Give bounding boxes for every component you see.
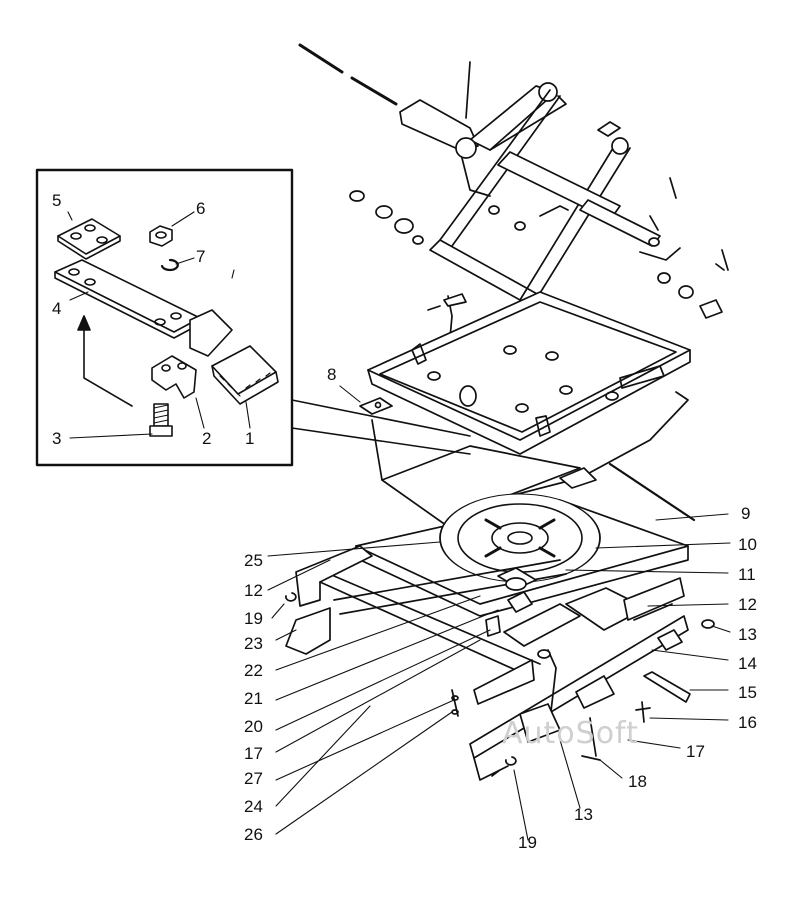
part-3-bolt [149,403,173,437]
callout-label: 3 [52,429,62,448]
part-4-flap [189,309,233,357]
callout-label: 18 [628,772,647,791]
callout-label: 4 [52,299,62,318]
callout-label: 7 [196,247,206,266]
inset-frame [35,168,294,467]
part-6-nut [149,225,173,247]
zoom-line-upper [291,399,471,437]
leader-lines [67,211,731,841]
callout-label: 2 [202,429,212,448]
callout-label: 5 [52,191,62,210]
part-4-plate [54,259,201,339]
part-7-washer [160,258,179,272]
zoom-line-lower [291,427,471,455]
upper-scissor-frame [298,43,729,361]
callout-label: 17 [244,744,263,763]
callout-label: 1 [245,429,255,448]
callout-label: 14 [738,654,757,673]
callout-label: 27 [244,769,263,788]
assembly-arrow [83,319,133,407]
callout-label: 11 [738,565,756,584]
callout-label: 8 [327,365,337,384]
watermark: AutoSoft [502,716,639,751]
callout-label: 22 [244,661,263,680]
part-5-plate [57,218,121,260]
lower-rails [285,545,715,781]
callout-label: 13 [738,625,757,644]
callout-label: 12 [244,581,263,600]
callout-label: 19 [244,609,263,628]
part-2-bracket [151,355,197,399]
part-1-pad [211,345,279,405]
callout-label: 12 [738,595,757,614]
callout-label: 15 [738,683,757,702]
callout-label: 6 [196,199,206,218]
seat-pan [359,291,691,455]
callout-label: 24 [244,797,263,816]
callout-label: 21 [244,689,263,708]
callout-label: 13 [574,805,593,824]
callout-label: 25 [244,551,263,570]
callout-label: 23 [244,634,263,653]
swivel-disk [439,493,601,583]
callout-label: 20 [244,717,263,736]
callout-label: 10 [738,535,757,554]
callout-label: 9 [741,504,751,523]
callout-label: 19 [518,833,537,852]
callout-label: 16 [738,713,757,732]
callout-label: 26 [244,825,263,844]
callout-label: 17 [686,742,705,761]
